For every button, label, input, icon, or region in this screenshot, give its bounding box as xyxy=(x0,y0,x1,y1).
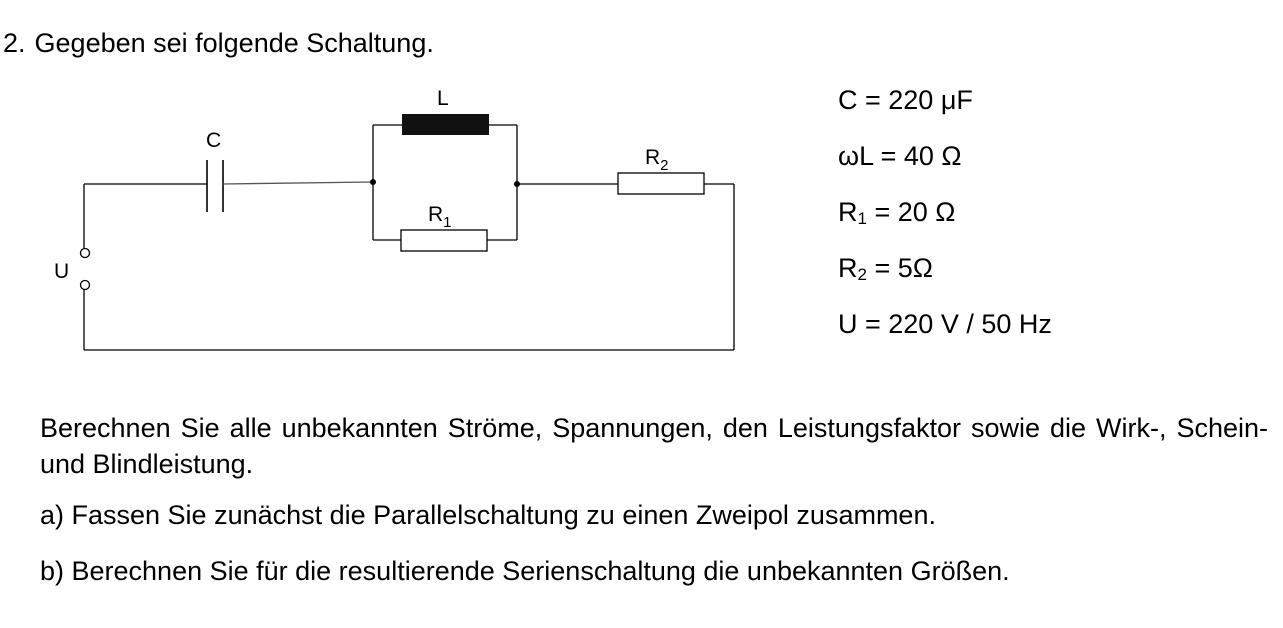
wire-cap-to-node xyxy=(222,181,374,185)
label-inductor: L xyxy=(437,87,449,110)
label-capacitor: C xyxy=(206,129,221,152)
value-r2: R2 = 5Ω xyxy=(838,253,933,284)
value-r1: R1 = 20 Ω xyxy=(838,197,956,228)
problem-intro: Gegeben sei folgende Schaltung. xyxy=(34,28,434,58)
resistor-r2 xyxy=(617,172,705,195)
label-source: U xyxy=(54,260,69,283)
problem-heading: 2. Gegeben sei folgende Schaltung. xyxy=(3,28,434,59)
junction-right xyxy=(514,181,520,187)
terminal-bottom xyxy=(79,279,91,291)
task-text: Berechnen Sie alle unbekannten Ströme, S… xyxy=(40,413,1268,479)
task-part-b: b) Berechnen Sie für die resultierende S… xyxy=(40,556,1010,586)
terminal-top xyxy=(79,247,91,259)
junction-left xyxy=(370,179,376,185)
resistor-r1 xyxy=(400,229,488,252)
circuit-diagram: C L R1 R2 U xyxy=(54,87,735,351)
given-values: C = 220 μF ωL = 40 Ω R1 = 20 Ω R2 = 5Ω U… xyxy=(838,80,1052,360)
value-reactance: ωL = 40 Ω xyxy=(838,141,962,171)
value-voltage: U = 220 V / 50 Hz xyxy=(838,309,1052,339)
label-r2: R2 xyxy=(645,146,669,174)
label-r1: R1 xyxy=(428,203,452,231)
task-part-a: a) Fassen Sie zunächst die Parallelschal… xyxy=(40,500,936,530)
inductor-l xyxy=(402,114,489,135)
value-capacitance: C = 220 μF xyxy=(838,85,973,115)
problem-number: 2. xyxy=(3,28,26,58)
